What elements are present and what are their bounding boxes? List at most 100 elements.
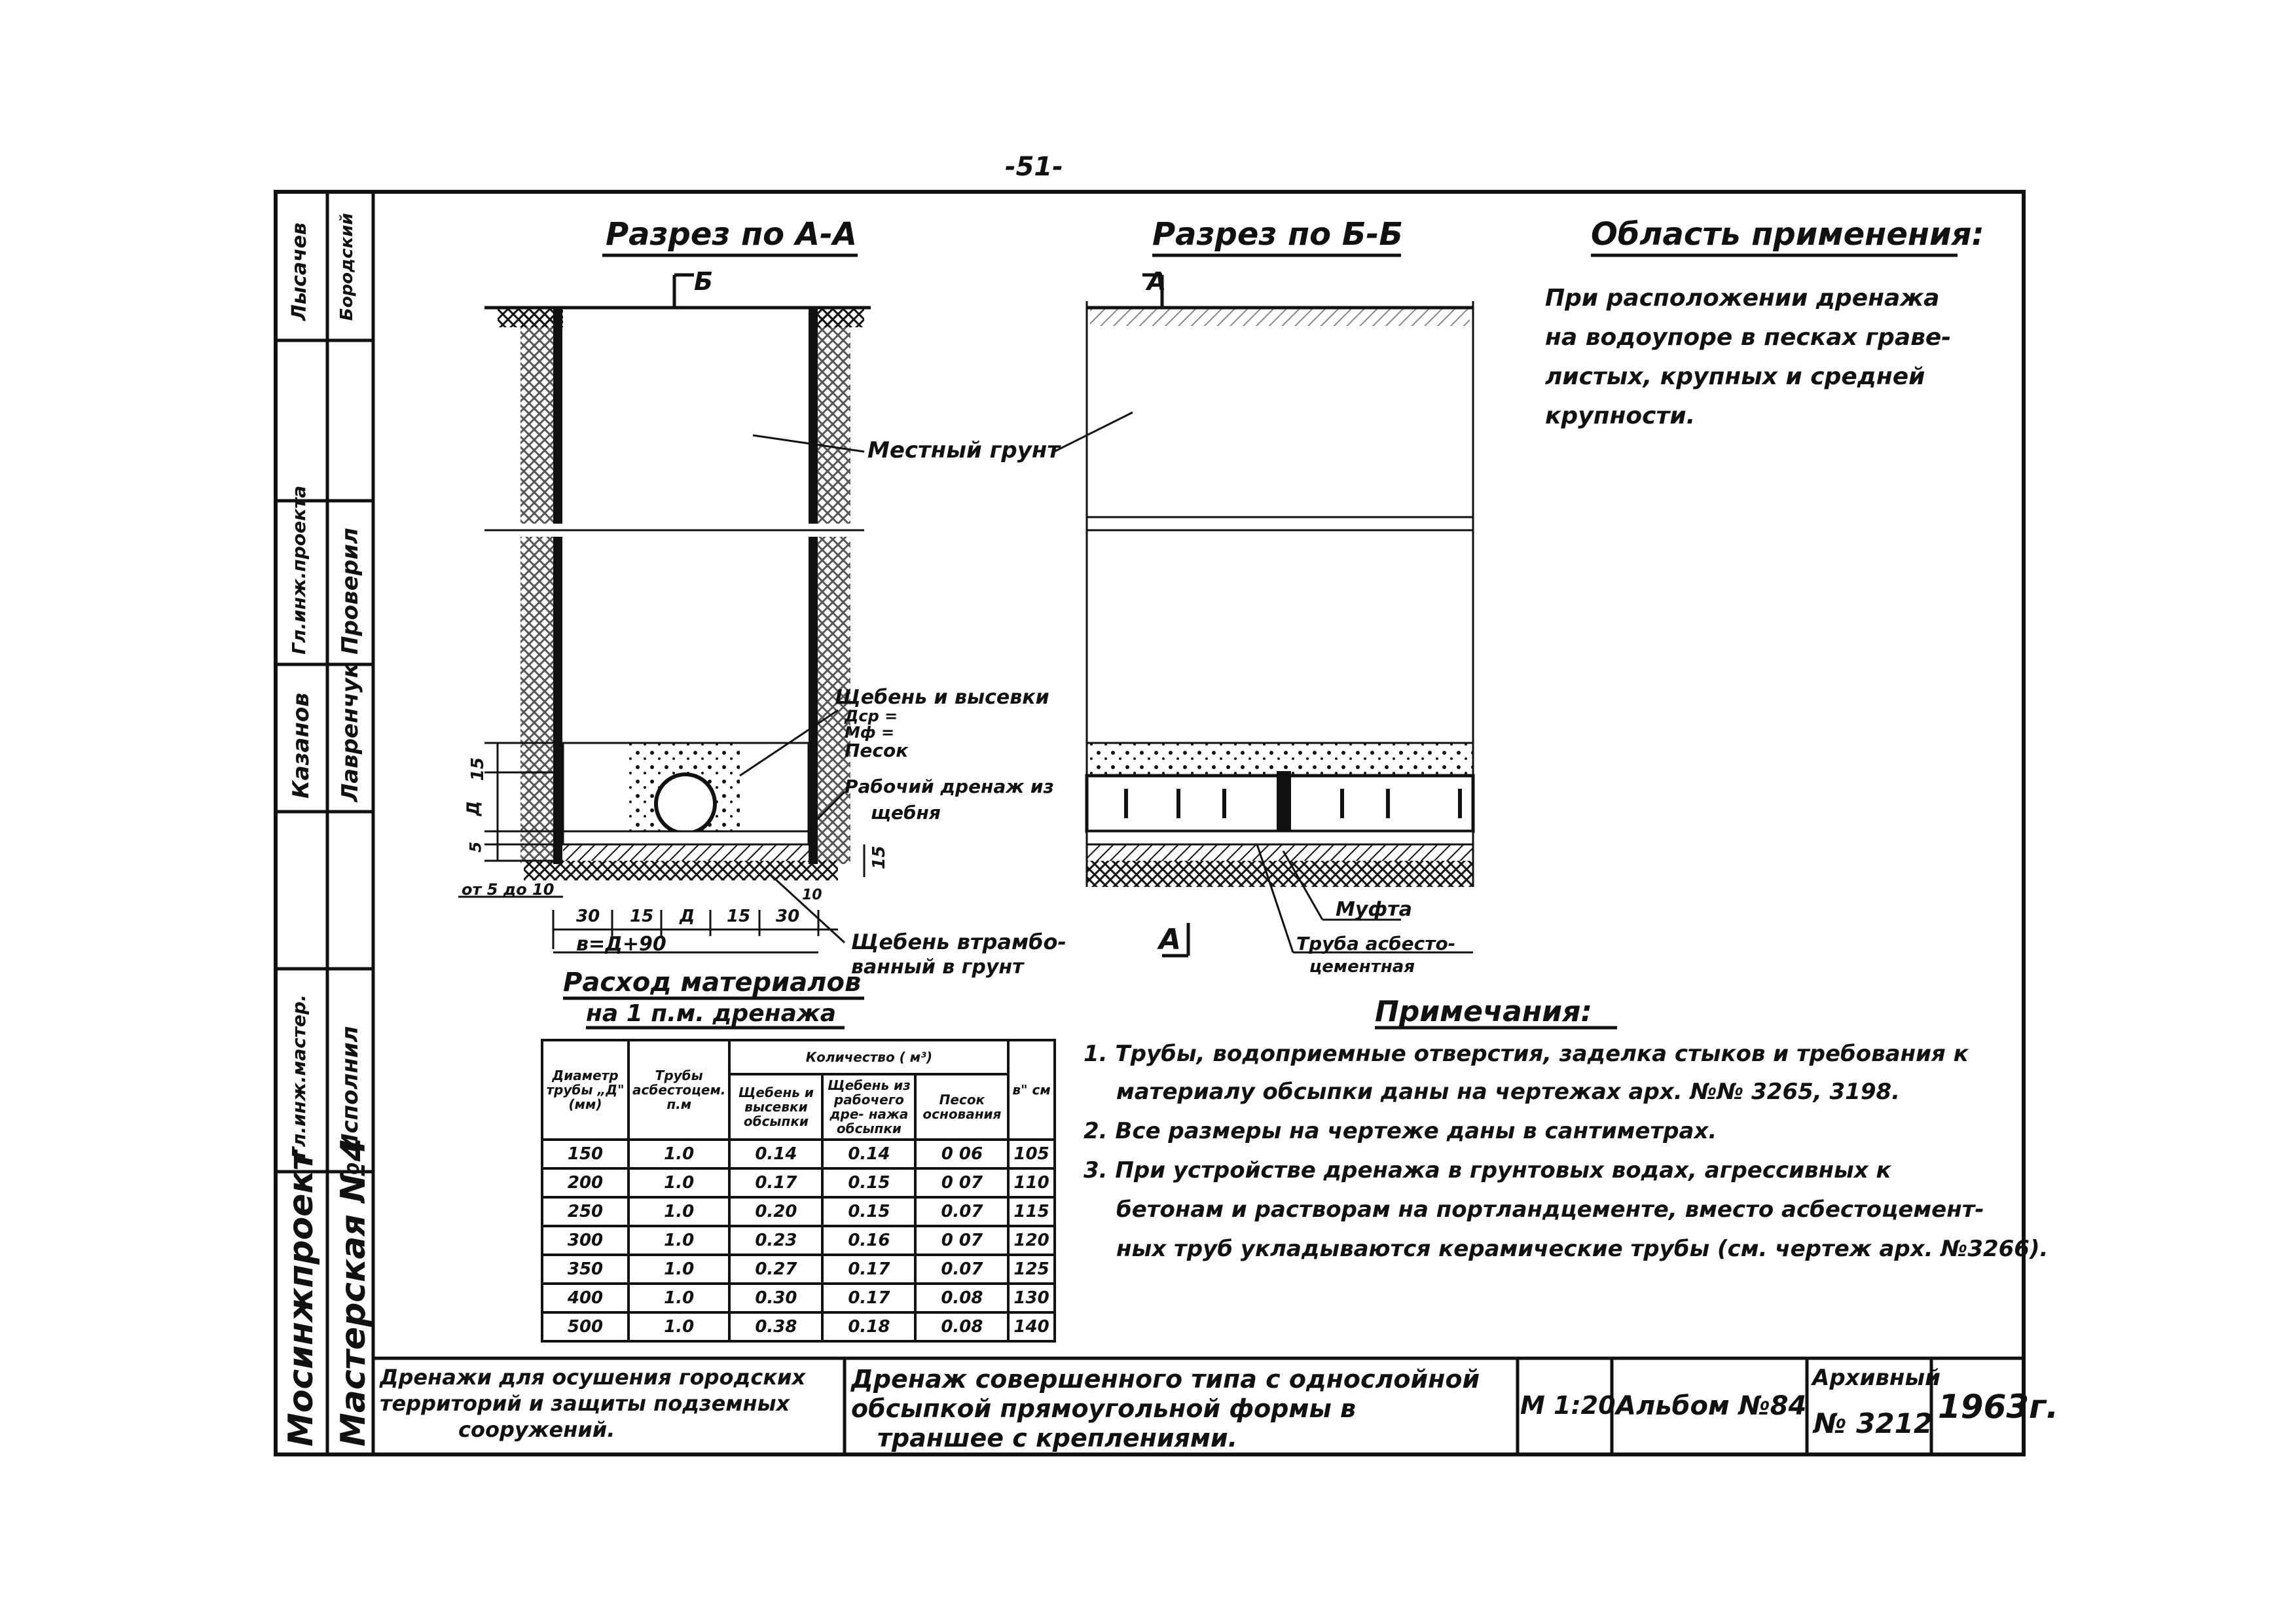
label-work-drain: Рабочий дренаж из — [845, 776, 1054, 797]
title-archive-label: Архивный — [1812, 1365, 1941, 1391]
cell: 1.0 — [627, 1254, 731, 1285]
cell: 0 07 — [914, 1167, 1010, 1199]
dim-15-top: 15 — [468, 757, 488, 782]
title-scale: М 1:20 — [1520, 1391, 1616, 1420]
title-series-line: сооружений. — [458, 1417, 615, 1442]
cell: 1.0 — [627, 1167, 731, 1199]
page-number: -51- — [1005, 152, 1063, 182]
cell: 125 — [1007, 1254, 1056, 1285]
scope-line: листых, крупных и средней — [1545, 363, 1925, 390]
cell: 1.0 — [627, 1311, 731, 1343]
materials-title: Расход материалов — [563, 967, 862, 998]
scope-line: При расположении дренажа — [1545, 285, 1940, 312]
title-year: 1963г. — [1938, 1388, 2059, 1426]
section-bb-cut-mark-bottom: А — [1159, 923, 1182, 956]
note-line: 2. Все размеры на чертеже даны в сантиме… — [1084, 1118, 1717, 1144]
cell: 0.27 — [728, 1254, 824, 1285]
header-gravel: Щебень и высевки обсыпки — [728, 1073, 824, 1141]
section-aa-title: Разрез по А-А — [606, 216, 858, 253]
dim-d-bottom: Д — [680, 907, 695, 926]
cell: 130 — [1007, 1282, 1056, 1314]
cell: 115 — [1007, 1196, 1056, 1227]
label-mf: Мф = — [845, 723, 895, 742]
cell: 0.18 — [821, 1311, 917, 1343]
cell: 0.20 — [728, 1196, 824, 1227]
dim-30-left: 30 — [576, 907, 600, 926]
side-stamp-grid — [274, 190, 375, 1456]
dim-15-left: 15 — [630, 907, 654, 926]
cell: 1.0 — [627, 1196, 731, 1227]
section-aa-drawing — [458, 273, 871, 954]
note-line: бетонам и растворам на портландцементе, … — [1116, 1197, 1984, 1223]
label-local-soil: Местный грунт — [867, 437, 1061, 463]
notes-title: Примечания: — [1375, 995, 1592, 1028]
cell: 0 07 — [914, 1225, 1010, 1256]
cell: 0.17 — [821, 1254, 917, 1285]
label-dmax: Дср = — [845, 707, 898, 725]
cell: 150 — [541, 1138, 630, 1170]
scope-line: на водоупоре в песках граве- — [1545, 324, 1952, 351]
cell: 110 — [1007, 1167, 1056, 1199]
materials-subtitle: на 1 п.м. дренажа — [586, 1000, 837, 1027]
title-sheet-line: Дренаж совершенного типа с однослойной — [851, 1365, 1480, 1394]
cell: 300 — [541, 1225, 630, 1256]
materials-table: Диаметр трубы „Д"(мм) Трубы асбестоцем. … — [541, 1039, 1056, 1343]
cell: 140 — [1007, 1311, 1056, 1343]
drawing-frame — [274, 190, 2026, 1456]
label-gravel-screenings: Щебень и высевки — [835, 686, 1049, 709]
label-work-drain-2: щебня — [871, 802, 941, 823]
cell: 0.15 — [821, 1167, 917, 1199]
label-asbestos-pipe: Труба асбесто- — [1296, 933, 1456, 954]
cell: 120 — [1007, 1225, 1056, 1256]
section-bb-cut-mark: А — [1147, 267, 1167, 296]
stamp-org: Мосинжпроект — [282, 1151, 321, 1447]
header-diameter: Диаметр трубы „Д"(мм) — [541, 1039, 630, 1141]
scope-title: Область применения: — [1591, 216, 1984, 253]
header-pipes: Трубы асбестоцем. п.м — [627, 1039, 731, 1141]
stamp-role: Гл.инж.мастер. — [288, 994, 310, 1159]
cell: 0 06 — [914, 1138, 1010, 1170]
cell: 0.14 — [821, 1138, 917, 1170]
stamp-name: Бородский — [337, 213, 357, 321]
cell: 0.07 — [914, 1254, 1010, 1285]
cell: 0.08 — [914, 1282, 1010, 1314]
header-sand-fill: Щебень из рабочего дре- нажа обсыпки — [821, 1073, 917, 1141]
title-block-grid — [373, 1356, 2026, 1456]
stamp-role: Проверил — [337, 528, 363, 655]
title-sheet-line: траншее с креплениями. — [877, 1424, 1238, 1453]
stamp-workshop: Мастерская №4 — [334, 1138, 373, 1447]
header-quantity: Количество ( м³) — [728, 1039, 1010, 1075]
cell: 400 — [541, 1282, 630, 1314]
cell: 105 — [1007, 1138, 1056, 1170]
section-aa-cut-mark: Б — [694, 267, 713, 296]
title-sheet-line: обсыпкой прямоугольной формы в — [851, 1394, 1357, 1423]
stamp-name: Казанов — [288, 693, 314, 799]
cell: 0.23 — [728, 1225, 824, 1256]
title-archive-no: № 3212 — [1813, 1407, 1933, 1439]
cell: 0.17 — [728, 1167, 824, 1199]
dim-15-bottom: 15 — [869, 845, 890, 870]
title-album: Альбом №84 — [1616, 1391, 1807, 1421]
cell: 0.15 — [821, 1196, 917, 1227]
cell: 0.30 — [728, 1282, 824, 1314]
note-line: 1. Трубы, водоприемные отверстия, заделк… — [1084, 1041, 1969, 1067]
label-asbestos-pipe-2: цементная — [1309, 957, 1415, 977]
section-bb-title: Разрез по Б-Б — [1152, 216, 1403, 253]
note-line: 3. При устройстве дренажа в грунтовых во… — [1084, 1157, 1891, 1183]
title-series-line: Дренажи для осушения городских — [380, 1365, 806, 1390]
header-sand-base: Песок основания — [914, 1073, 1010, 1141]
cell: 1.0 — [627, 1138, 731, 1170]
label-coupling: Муфта — [1336, 898, 1412, 921]
dim-30-right: 30 — [776, 907, 800, 926]
dim-10: 10 — [802, 887, 822, 903]
cell: 500 — [541, 1311, 630, 1343]
cell: 0.38 — [728, 1311, 824, 1343]
label-tamped-gravel: Щебень втрамбо- — [851, 929, 1066, 954]
cell: 0.16 — [821, 1225, 917, 1256]
scope-line: крупности. — [1545, 403, 1696, 429]
